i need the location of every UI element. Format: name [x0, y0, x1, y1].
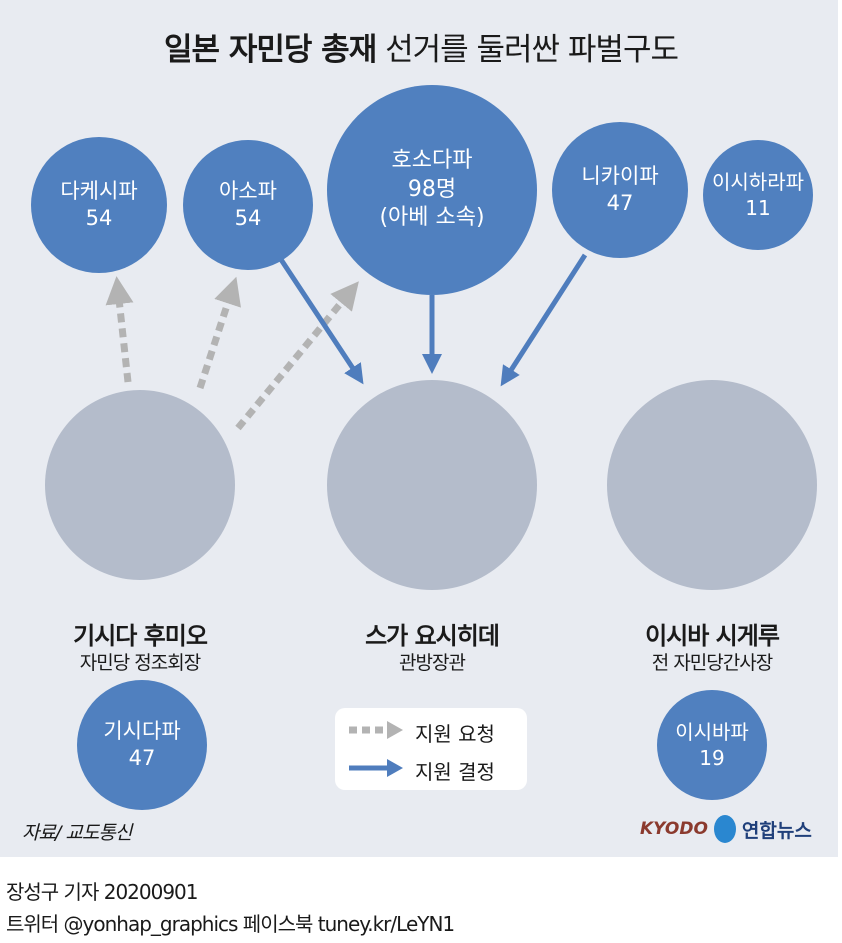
photo-ishiba	[607, 380, 817, 590]
candidate-title-ishiba: 전 자민당간사장	[651, 652, 773, 674]
legend: 지원 요청 지원 결정	[335, 708, 527, 790]
footer-social: 트위터 @yonhap_graphics 페이스북 tuney.kr/LeYN1	[6, 912, 455, 936]
candidate-name-ishiba: 이시바 시게루	[645, 622, 780, 650]
legend-request: 지원 요청	[415, 722, 495, 746]
candidate-title-kishida: 자민당 정조회장	[79, 652, 201, 674]
yonhap-logo-icon	[713, 815, 736, 843]
request-arrow-takeshita	[105, 276, 134, 383]
logo: KYODO 연합뉴스	[640, 815, 812, 843]
request-arrow-aso	[196, 276, 241, 390]
page-title: 일본 자민당 총재 선거를 둘러싼 파벌구도	[163, 32, 679, 68]
photo-suga	[327, 380, 537, 590]
footer-byline: 장성구 기자 20200901	[6, 880, 199, 904]
kyodo-logo: KYODO	[640, 819, 708, 839]
decision-arrow-nikai	[500, 253, 588, 387]
candidate-name-suga: 스가 요시히데	[365, 622, 500, 650]
photo-kishida	[45, 390, 235, 580]
source: 자료/ 교도통신	[22, 822, 132, 844]
legend-arrows	[349, 721, 403, 777]
candidate-name-kishida: 기시다 후미오	[73, 622, 208, 650]
yonhap-logo: 연합뉴스	[741, 819, 812, 842]
legend-decision: 지원 결정	[415, 760, 495, 784]
request-arrow-hosoda	[235, 281, 359, 431]
candidate-title-suga: 관방장관	[399, 652, 466, 674]
decision-arrow-aso	[277, 256, 364, 385]
